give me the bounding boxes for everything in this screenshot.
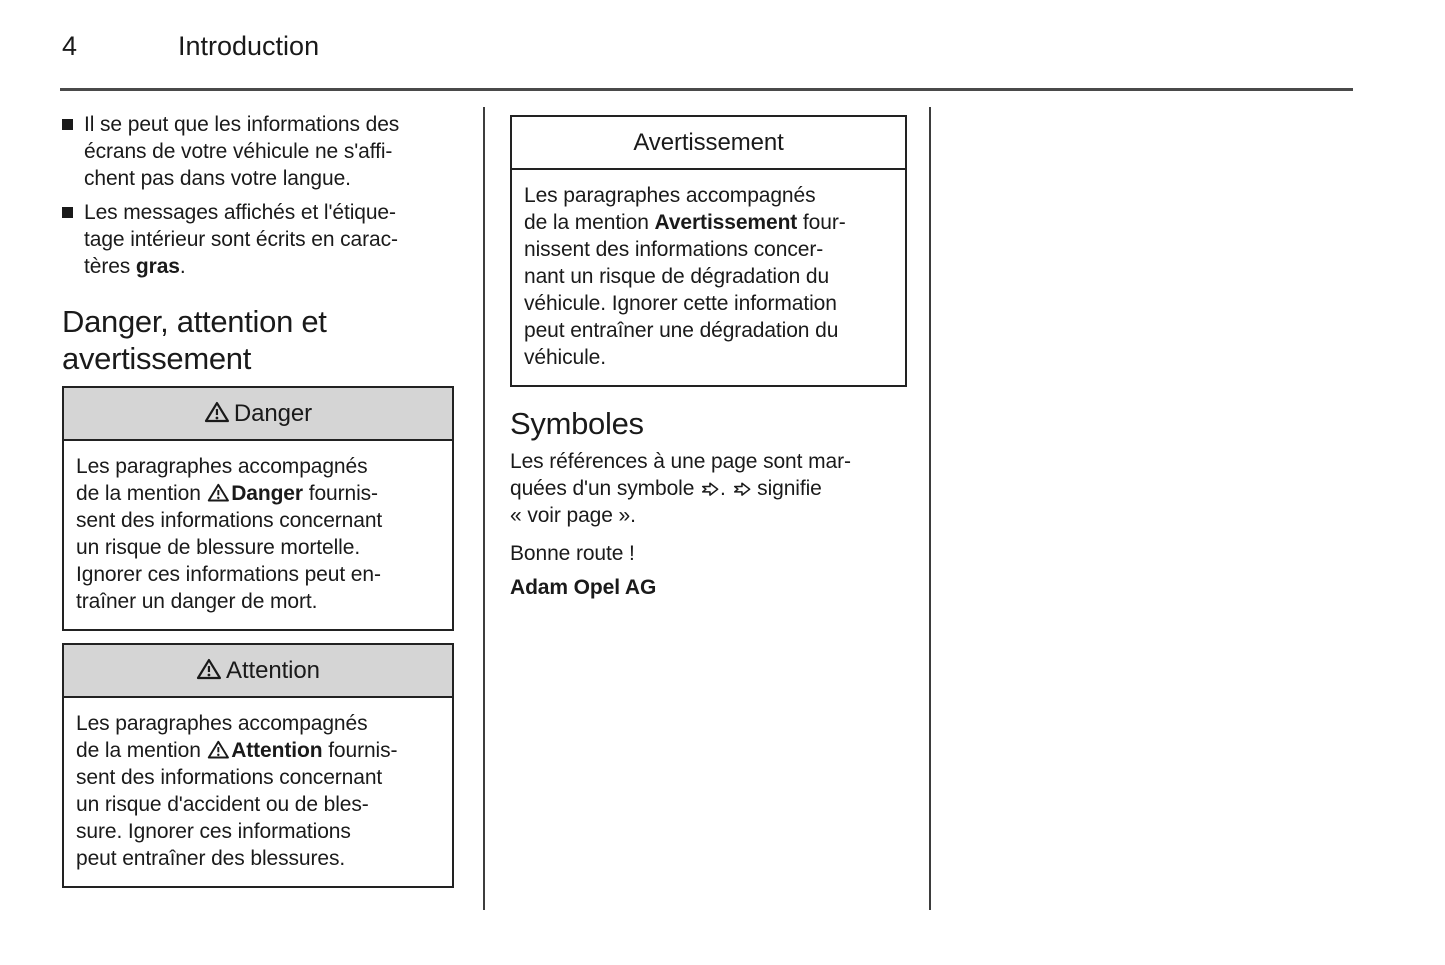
page-reference-arrow-icon [700,475,720,502]
header-rule [60,88,1353,91]
danger-box-header: Danger [64,388,452,441]
warning-box: Avertissement Les paragraphes accompagné… [510,115,907,387]
symbols-heading: Symboles [510,406,644,441]
page-number: 4 [62,31,78,61]
middle-column: Avertissement Les paragraphes accompagné… [510,108,907,601]
warning-triangle-icon [207,480,230,507]
page-title: Introduction [178,31,320,61]
warning-triangle-icon [204,400,230,428]
column-divider-left [483,107,485,910]
square-bullet-icon [62,119,73,130]
attention-box-header: Attention [64,645,452,698]
list-item: Les messages affichés et l'étique-tage i… [62,199,454,280]
column-divider-right [929,107,931,910]
warning-box-header: Avertissement [512,117,905,170]
page-header: 4 Introduction [62,30,319,62]
warning-triangle-icon [207,737,230,764]
signature: Adam Opel AG [510,576,657,599]
symbols-paragraph: Les références à une page sont mar-quées… [510,450,851,527]
closing-line: Bonne route ! [510,542,635,565]
warning-triangle-icon [196,657,222,685]
bullet-text: Les messages affichés et l'étique-tage i… [84,201,398,278]
page-reference-arrow-icon [732,475,752,502]
square-bullet-icon [62,207,73,218]
